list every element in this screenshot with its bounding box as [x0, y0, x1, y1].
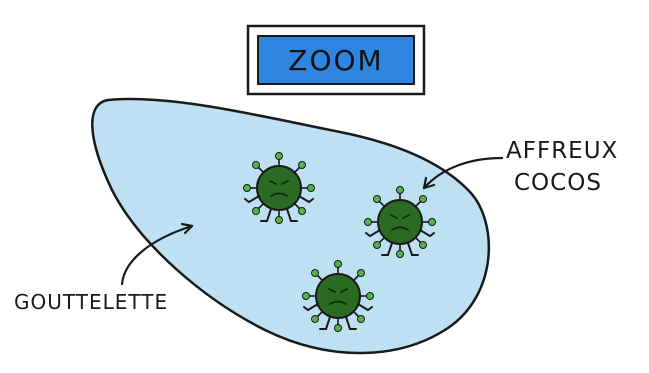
virus-label-line1: AFFREUX: [506, 138, 618, 164]
zoom-label: ZOOM: [258, 36, 414, 84]
virus-label-line2: COCOS: [514, 170, 602, 196]
droplet-shape: [92, 99, 489, 353]
droplet-label: GOUTTELETTE: [14, 290, 168, 314]
virus-icon: [244, 153, 315, 224]
virus-icon: [303, 261, 374, 332]
virus-icon: [365, 187, 436, 258]
